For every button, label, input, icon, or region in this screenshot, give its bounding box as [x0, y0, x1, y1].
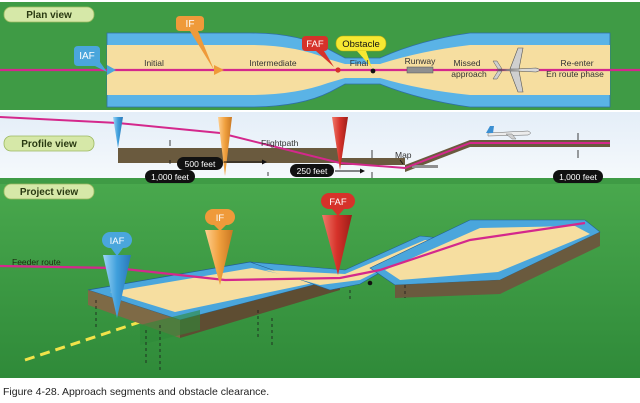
project-block-side	[180, 278, 340, 338]
project-iaf-callout: IAF	[102, 232, 132, 256]
profile-arrow-250	[335, 168, 365, 174]
project-feeder-route-label: Feeder route	[12, 257, 61, 267]
plan-runway	[406, 66, 434, 74]
plan-view-panel: IAF IF FAF Obstacle Initial Intermediate…	[0, 2, 640, 110]
profile-dimension-marks	[169, 133, 579, 178]
figure-caption: Figure 4-28. Approach segments and obsta…	[3, 386, 270, 398]
profile-250-feet-text: 250 feet	[297, 166, 328, 176]
project-final-yellow-area	[265, 240, 438, 285]
project-missed-yellow-area	[385, 226, 590, 280]
plan-reenter-label-1: Re-enter	[560, 58, 593, 68]
profile-view-title-text: Profile view	[21, 139, 77, 150]
project-extended-centerline	[24, 320, 141, 362]
project-missed-terrain	[395, 232, 600, 298]
project-faf-callout: FAF	[321, 193, 355, 216]
profile-view-title: Profile view	[3, 135, 95, 152]
plan-segment-final: Final	[350, 58, 369, 68]
plan-reenter-label-2: En route phase	[546, 69, 604, 79]
plan-iaf-label: IAF	[79, 51, 95, 62]
project-block-shadow	[140, 310, 200, 345]
plan-segment-intermediate: Intermediate	[249, 58, 297, 68]
profile-faf-cone	[332, 117, 348, 170]
plan-view-title-text: Plan view	[26, 10, 72, 21]
plan-segment-initial: Initial	[144, 58, 164, 68]
profile-view-panel: Flightpath Map 500 feet 1,000 feet 250 f…	[0, 112, 640, 184]
project-view-panel: IAF IF FAF Feeder route Project view	[0, 183, 640, 378]
profile-if-cone	[218, 117, 232, 176]
profile-500-feet-text: 500 feet	[185, 159, 216, 169]
project-faf-cone	[322, 215, 352, 275]
profile-map-label: Map	[395, 150, 412, 160]
project-faf-label: FAF	[329, 197, 347, 208]
profile-terrain-intermediate	[118, 148, 340, 163]
profile-1000-feet-right-badge: 1,000 feet	[553, 170, 603, 183]
project-iaf-cone	[103, 255, 131, 318]
profile-arrow-500	[224, 159, 267, 165]
plan-if-callout: IF	[176, 16, 214, 70]
plan-iaf-callout: IAF	[74, 46, 107, 72]
plan-iaf-marker	[107, 65, 116, 75]
project-if-label: IF	[216, 213, 225, 224]
project-iaf-label: IAF	[110, 236, 125, 247]
profile-flightpath-label: Flightpath	[261, 138, 299, 148]
project-leader-lines	[95, 285, 406, 370]
plan-runway-label: Runway	[405, 56, 436, 66]
plan-missed-label-2: approach	[451, 69, 487, 79]
plan-obstacle-label: Obstacle	[342, 39, 380, 50]
project-view-title-text: Project view	[20, 187, 79, 198]
profile-runway	[412, 165, 438, 168]
plan-faf-label: FAF	[306, 39, 324, 50]
project-if-cone	[205, 230, 233, 285]
project-view-title: Project view	[3, 183, 95, 200]
plan-if-marker	[214, 65, 224, 75]
plan-obstacle-point	[370, 68, 376, 74]
profile-500-feet-badge: 500 feet	[177, 157, 223, 170]
project-obstacle-point	[367, 280, 373, 286]
plan-faf-callout: FAF	[302, 36, 334, 67]
plan-missed-label-1: Missed	[454, 58, 481, 68]
plan-faf-point	[335, 67, 341, 73]
profile-airplane-icon	[486, 126, 531, 140]
airplane-icon	[492, 47, 540, 93]
profile-1000-feet-left-text: 1,000 feet	[151, 172, 189, 182]
profile-1000-feet-right-text: 1,000 feet	[559, 172, 597, 182]
profile-ground-strip	[0, 178, 640, 184]
plan-obstacle-callout: Obstacle	[335, 35, 387, 68]
profile-iaf-cone	[113, 117, 123, 148]
profile-250-feet-badge: 250 feet	[290, 164, 334, 177]
plan-view-title: Plan view	[3, 6, 95, 23]
project-if-callout: IF	[205, 209, 235, 231]
plan-if-label: IF	[186, 19, 195, 30]
profile-1000-feet-left-badge: 1,000 feet	[145, 170, 195, 183]
